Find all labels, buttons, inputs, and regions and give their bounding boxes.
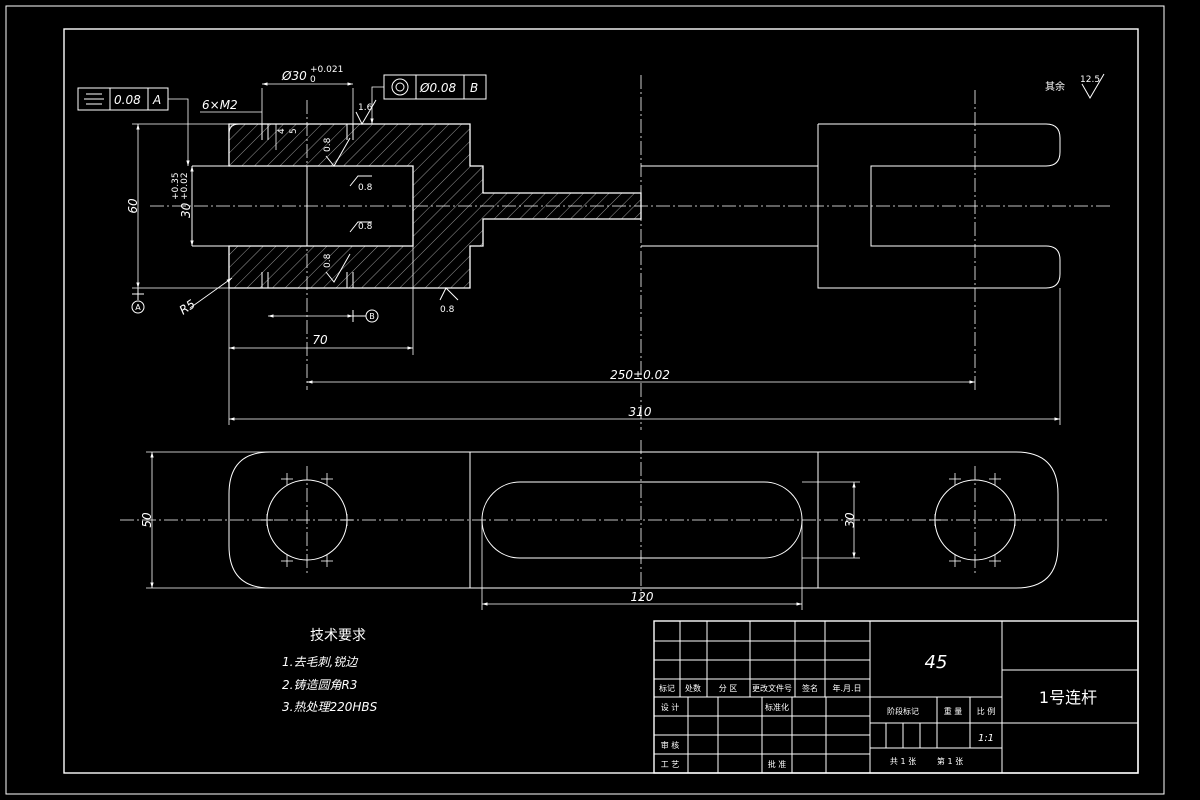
tech-req-item-3: 3.热处理220HBS [282,700,378,714]
tb-material: 45 [925,652,948,673]
roughness-symbols: 1.6 0.8 0.8 0.8 0.8 0.8 12.5 [323,73,1105,315]
tech-req-item-1: 1.去毛刺,锐边 [282,655,359,669]
thread-label: 6×M2 [202,98,238,112]
thread-len-5: 5 [289,128,299,134]
datum-a-letter: A [135,303,141,312]
dim-hole-30-text: Ø30 [281,69,307,83]
svg-text:0.8: 0.8 [323,137,333,152]
dim-310-text: 310 [629,405,652,419]
dim-50-text: 50 [140,512,154,528]
tb-sheets-total: 共 1 张 [890,757,916,766]
tb-approve: 批 准 [768,759,787,769]
thread-holes [261,124,354,288]
tb-design: 设 计 [661,702,680,712]
dim-hole-tol-upper: +0.021 [310,65,343,75]
tb-header-3: 分 区 [719,684,738,693]
dim-slot-120-text: 120 [631,590,654,604]
top-view-outline [228,451,1059,589]
concentric-datum: B [470,81,478,95]
outer-border [5,5,1165,795]
thread-hole-marks-left [261,473,353,567]
tb-part-name: 1号连杆 [1039,688,1097,707]
tb-header-1: 标记 [659,683,675,693]
tb-scale-label: 比 例 [977,706,996,716]
dim-r5-text: R5 [177,297,198,318]
datum-a-circle [131,300,145,314]
tech-requirements: 技术要求 1.去毛刺,锐边 2.铸造圆角R3 3.热处理220HBS [282,628,378,714]
tb-standardize: 标准化 [765,702,789,712]
tb-header-6: 年.月.日 [832,683,861,693]
symmetry-value: 0.08 [114,93,141,107]
title-block: 标记 处数 分 区 更改文件号 签名 年.月.日 设 计 标准化 审 核 工 艺… [653,620,1139,774]
dim-bore-tol-lower: +0.02 [180,172,190,200]
tb-header-2: 处数 [685,683,701,693]
dim-60-text: 60 [126,198,140,214]
top-view: 50 30 120 [120,440,1110,610]
thread-len-4: 4 [277,128,287,134]
tb-review: 审 核 [661,740,680,750]
r5-corner [228,123,240,135]
datum-b-letter: B [369,312,375,321]
front-view: 310 250±0.02 70 B 60 A 30 +0.35 +0.02 R5 [77,65,1110,430]
tb-header-4: 更改文件号 [752,683,792,693]
thread-hole-marks-right [929,473,1021,567]
inner-border [63,28,1139,774]
hatched-section [228,123,642,289]
symmetry-datum: A [152,93,161,107]
dim-bore-30-text: 30 [179,202,193,218]
dim-bore-tol-upper: +0.35 [171,172,181,200]
dim-hole-tol-lower: 0 [310,75,316,85]
tech-req-item-2: 2.铸造圆角R3 [282,678,357,692]
concentric-value: Ø0.08 [419,81,457,95]
dim-70-text: 70 [312,333,328,347]
concentric-frame [370,74,487,124]
tb-stage-mark: 阶段标记 [887,706,919,716]
tech-req-title: 技术要求 [310,628,366,644]
tb-process: 工 艺 [661,760,680,769]
svg-text:12.5: 12.5 [1080,75,1100,85]
svg-text:0.8: 0.8 [358,222,373,232]
dim-250-text: 250±0.02 [610,368,670,382]
dim-slot-30-text: 30 [843,512,857,528]
svg-text:0.8: 0.8 [440,305,455,315]
tb-scale: 1:1 [978,733,994,744]
symmetry-frame [77,87,190,166]
tb-weight: 重 量 [944,706,963,716]
tb-sheet-no: 第 1 张 [937,756,963,766]
svg-text:0.8: 0.8 [358,183,373,193]
svg-text:1.6: 1.6 [358,103,373,113]
tb-header-5: 签名 [802,683,818,693]
svg-text:0.8: 0.8 [323,253,333,268]
roughness-other-label: 其余 [1045,80,1065,93]
